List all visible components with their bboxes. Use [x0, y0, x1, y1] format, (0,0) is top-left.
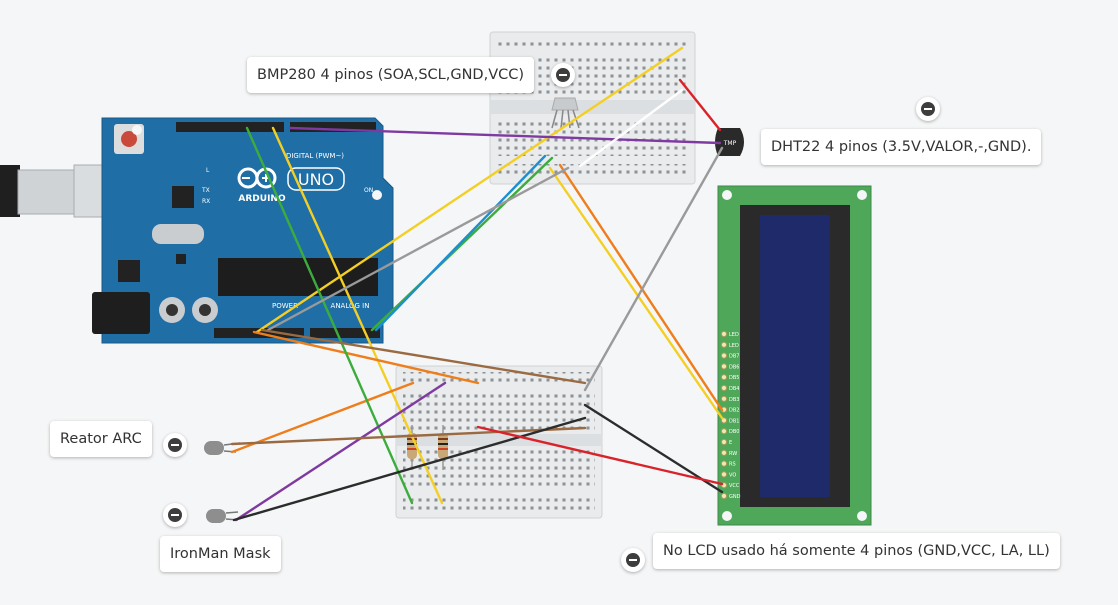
wire-orange[interactable] [252, 330, 480, 385]
lcd-pin-label: DB2 [729, 408, 739, 414]
lcd-pin[interactable] [720, 341, 728, 348]
resistor-2[interactable] [438, 425, 448, 470]
lcd-pin-label: DB4 [729, 386, 739, 392]
wire-yellow[interactable] [255, 46, 684, 334]
lcd-pin[interactable] [720, 492, 728, 500]
note-pin-icon[interactable] [163, 503, 187, 527]
lcd-pin[interactable] [720, 395, 728, 402]
lcd-pin[interactable] [720, 471, 728, 478]
wire-black[interactable] [232, 416, 587, 522]
on-label: ON [364, 187, 373, 194]
led-ironman-mask[interactable] [206, 509, 239, 523]
lcd-pin[interactable] [720, 428, 728, 435]
analog-label: ANALOG IN [331, 302, 370, 310]
crystal [152, 224, 204, 244]
wire-purple[interactable] [234, 381, 447, 522]
lcd-screen [760, 215, 830, 497]
wire-green[interactable] [245, 126, 414, 505]
wire-brown[interactable] [230, 426, 587, 446]
note-lcd[interactable]: No LCD usado há somente 4 pinos (GND,VCC… [653, 533, 1060, 569]
note-bmp280[interactable]: BMP280 4 pinos (SOA,SCL,GND,VCC) [247, 57, 535, 93]
wire-orange[interactable] [558, 163, 724, 412]
lcd-pin[interactable] [720, 460, 728, 467]
lcd-pin[interactable] [720, 449, 728, 456]
lcd-pin[interactable] [720, 330, 728, 338]
board-model: UNO [298, 170, 334, 189]
lcd-pin-label: LED [729, 332, 739, 338]
digital-label: DIGITAL (PWM~) [286, 152, 344, 160]
mount-hole [372, 190, 382, 200]
microcontroller-chip [218, 258, 378, 296]
lcd-pin-label: VCC [729, 483, 740, 489]
lcd-pin-label: RW [729, 451, 737, 457]
lcd-pin[interactable] [720, 352, 728, 359]
lcd-pin-label: DB7 [729, 354, 739, 360]
wire-gray[interactable] [583, 146, 724, 392]
arduino-uno[interactable]: UNO ARDUINO DIGITAL (PWM~) POWER ANALOG … [92, 117, 394, 344]
lcd-pin[interactable] [720, 363, 728, 370]
wire-red[interactable] [678, 78, 722, 132]
power-label: POWER [272, 302, 298, 310]
lcd-pin-label: GND [729, 494, 741, 500]
wire-purple[interactable] [288, 126, 722, 145]
l-label: L [206, 167, 210, 174]
lcd-pin-label: DB3 [729, 397, 739, 403]
digital-header-1 [176, 122, 284, 132]
lcd-pin-label: DB1 [729, 418, 739, 424]
usb-chip [172, 186, 194, 208]
board-brand: ARDUINO [238, 194, 286, 204]
note-pin-icon[interactable] [163, 433, 187, 457]
wire-yellow[interactable] [271, 126, 444, 505]
note-dht22[interactable]: DHT22 4 pinos (3.5V,VALOR,-,GND). [761, 129, 1042, 165]
wire-blue[interactable] [374, 154, 547, 332]
tx-label: TX [201, 187, 210, 194]
lcd-pin[interactable] [720, 374, 728, 381]
wire-green[interactable] [370, 156, 554, 332]
wire-gray[interactable] [266, 166, 570, 332]
rx-label: RX [202, 198, 210, 205]
mount-hole [132, 125, 142, 135]
digital-header-2 [290, 122, 376, 132]
regulator [118, 260, 140, 282]
lcd-pin-label: DB6 [729, 364, 739, 370]
note-pin-icon[interactable] [621, 548, 645, 572]
note-ironman-mask[interactable]: IronMan Mask [160, 536, 281, 572]
lcd-pin[interactable] [720, 438, 728, 446]
lcd-pin-label: E [729, 440, 732, 446]
lcd-pin[interactable] [720, 384, 728, 392]
note-reator-arc[interactable]: Reator ARC [50, 421, 152, 457]
rgb-led[interactable] [551, 97, 580, 129]
lcd-pin-label: VO [729, 472, 736, 478]
lcd-pin-label: DB0 [729, 429, 739, 435]
wire-layer [230, 46, 724, 522]
wire-orange[interactable] [230, 381, 415, 454]
lcd-pin-label: DB5 [729, 375, 739, 381]
wire-yellow[interactable] [548, 166, 724, 420]
wire-white[interactable] [578, 88, 684, 168]
wire-red[interactable] [476, 425, 724, 486]
lcd-pin-label: LED [729, 343, 739, 349]
wire-brown[interactable] [260, 328, 587, 385]
analog-header [310, 328, 380, 338]
reset-button[interactable] [121, 131, 137, 147]
note-pin-icon[interactable] [916, 97, 940, 121]
note-pin-icon[interactable] [551, 63, 575, 87]
sensor-label: TMP [723, 140, 737, 147]
lcd-pin[interactable] [720, 417, 728, 424]
lcd-pin-label: RS [729, 462, 736, 468]
power-jack [92, 292, 150, 334]
